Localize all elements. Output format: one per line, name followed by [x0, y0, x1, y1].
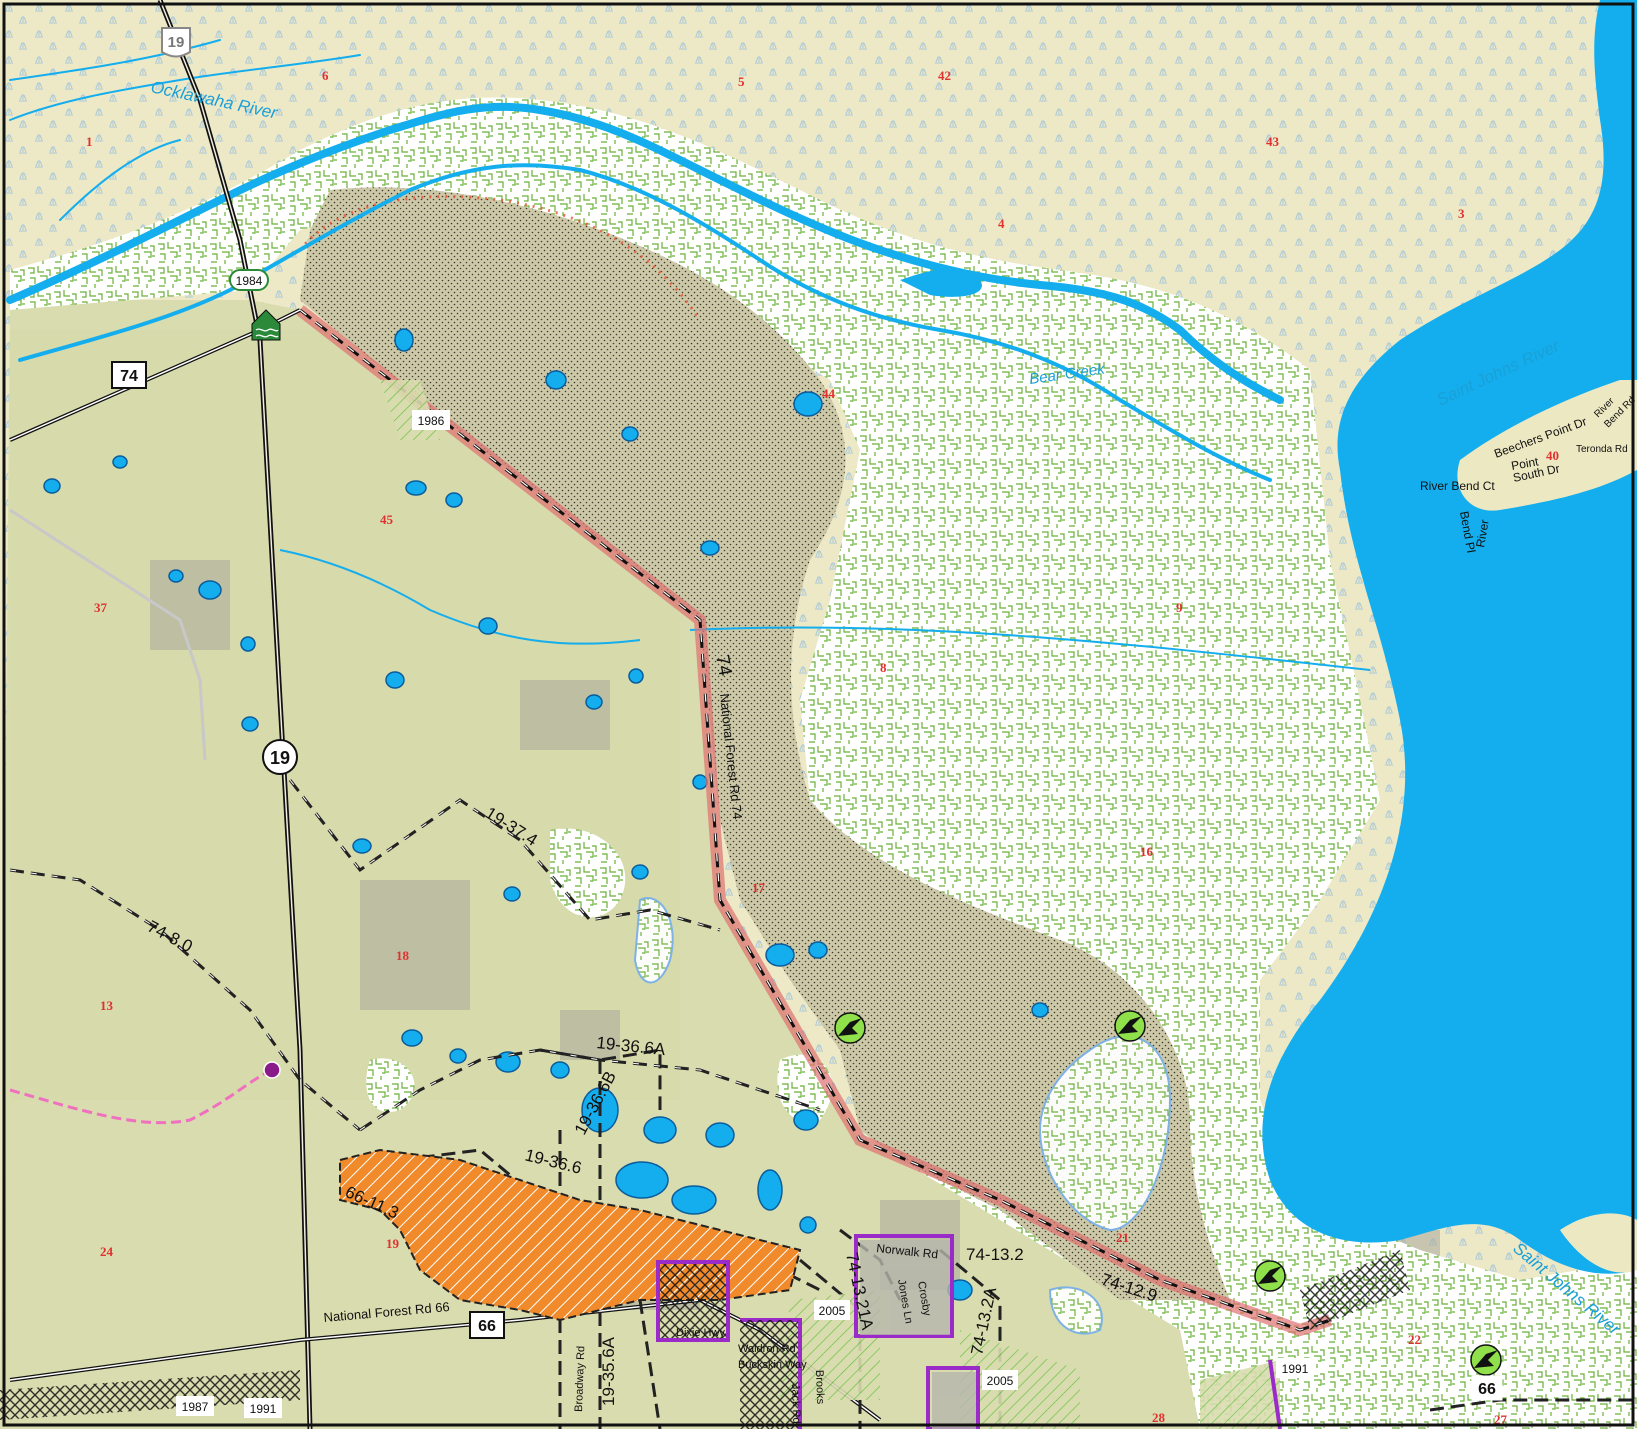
section-6: 6 — [322, 68, 329, 83]
county-road-west — [9, 508, 207, 761]
sr-74-shield-label: 74 — [120, 368, 138, 385]
point-label: Point — [1510, 454, 1540, 473]
wildlife-markers — [834, 1010, 1502, 1376]
year-tags: 1984 1986 2005 2005 1991 1987 1991 — [176, 269, 1314, 1418]
nf-74-number-label: 74 — [711, 653, 735, 678]
sand-scrub-area — [300, 187, 1230, 1301]
us-19-shield-top-label: 19 — [168, 34, 185, 51]
section-18: 18 — [396, 948, 410, 963]
sr-74-shield: 74 — [111, 361, 147, 389]
year-tag-2005-a: 2005 — [819, 1304, 846, 1318]
section-13: 13 — [100, 998, 114, 1013]
section-45: 45 — [380, 512, 394, 527]
bird-icon[interactable] — [1470, 1344, 1502, 1376]
section-42: 42 — [938, 68, 951, 83]
nf-66-shield-se: 66 — [1471, 1375, 1503, 1401]
teronda-rd-label: Teronda Rd — [1576, 444, 1628, 455]
section-4: 4 — [998, 216, 1005, 231]
wetland-area — [10, 97, 1637, 1429]
bird-icon[interactable] — [1254, 1260, 1286, 1292]
year-tag-1991-a: 1991 — [1282, 1362, 1309, 1376]
year-tag-1987: 1987 — [182, 1400, 209, 1414]
section-8: 8 — [880, 660, 887, 675]
trail-19-35-6a-label: 19-35.6A — [599, 1336, 618, 1406]
year-tag-1984: 1984 — [236, 274, 263, 288]
brooks-label: Brooks — [813, 1370, 826, 1405]
section-1: 1 — [86, 134, 93, 149]
broadway-rd-label: Broadway Rd — [573, 1346, 587, 1412]
bird-icon[interactable] — [1114, 1010, 1146, 1042]
section-16: 16 — [1140, 844, 1154, 859]
section-9: 9 — [1176, 600, 1183, 615]
section-40: 40 — [1546, 448, 1559, 463]
section-24: 24 — [100, 1244, 114, 1259]
jack-rd-label: Jack Rd — [789, 1384, 802, 1424]
nf-66-shield-label: 66 — [478, 1318, 496, 1335]
section-43: 43 — [1266, 134, 1280, 149]
upland-forest — [0, 300, 1637, 1429]
section-numbers: 1 6 5 42 43 4 3 44 45 37 9 8 16 17 18 13… — [86, 68, 1559, 1427]
dixie-hwy-label: Dixie Hwy — [676, 1327, 725, 1339]
year-tag-1986: 1986 — [418, 414, 445, 428]
section-21: 21 — [1116, 1230, 1129, 1245]
year-tag-2005-b: 2005 — [987, 1374, 1014, 1388]
section-37: 37 — [94, 600, 108, 615]
green-hatched-areas — [380, 380, 1280, 1429]
norwalk-rd-label: Norwalk Rd — [876, 1241, 939, 1261]
marsh-patches — [633, 897, 1172, 1335]
stream-west — [279, 549, 641, 645]
campground-icon[interactable] — [251, 309, 281, 341]
nf-66-shield-se-label: 66 — [1478, 1381, 1496, 1398]
saint-johns-river — [1262, 0, 1637, 1274]
peninsula — [1457, 380, 1637, 511]
east-shore — [1560, 1213, 1637, 1273]
stream-line — [689, 626, 1371, 671]
river-vertical-label: River — [1473, 518, 1492, 548]
section-28: 28 — [1152, 1410, 1166, 1425]
buckskin-way-label: Buckskin Way — [738, 1359, 807, 1371]
developed-parcels — [860, 1240, 976, 1429]
river-bend-ct-label: River Bend Ct — [1420, 479, 1495, 493]
us-19-shield-top: 19 — [161, 27, 191, 58]
crosshatched-parcels — [0, 1250, 1410, 1429]
route-74-inner — [299, 309, 1331, 1331]
bird-icon[interactable] — [834, 1012, 866, 1044]
us-19-shield-mid: 19 — [262, 739, 298, 775]
purple-boundaries — [656, 1234, 1282, 1429]
year-tag-1991-b: 1991 — [250, 1402, 277, 1416]
section-22: 22 — [1408, 1332, 1421, 1347]
section-44: 44 — [822, 386, 836, 401]
trail-74-13-2-label: 74-13.2 — [966, 1245, 1024, 1264]
section-17: 17 — [752, 880, 766, 895]
section-19: 19 — [386, 1236, 400, 1251]
river-pool — [900, 268, 982, 297]
waldron-rd-label: Waldron Rd — [738, 1343, 796, 1355]
trailhead-marker[interactable] — [263, 1061, 281, 1079]
upland-forest-shade — [10, 330, 680, 1100]
nf-66-shield: 66 — [469, 1311, 505, 1339]
section-3: 3 — [1458, 206, 1465, 221]
section-5: 5 — [738, 74, 745, 89]
section-27: 27 — [1494, 1412, 1508, 1427]
trails-inner — [9, 779, 821, 1131]
ponds — [43, 328, 1049, 1301]
us-19-shield-mid-label: 19 — [270, 748, 290, 768]
pink-trail — [9, 1068, 273, 1125]
